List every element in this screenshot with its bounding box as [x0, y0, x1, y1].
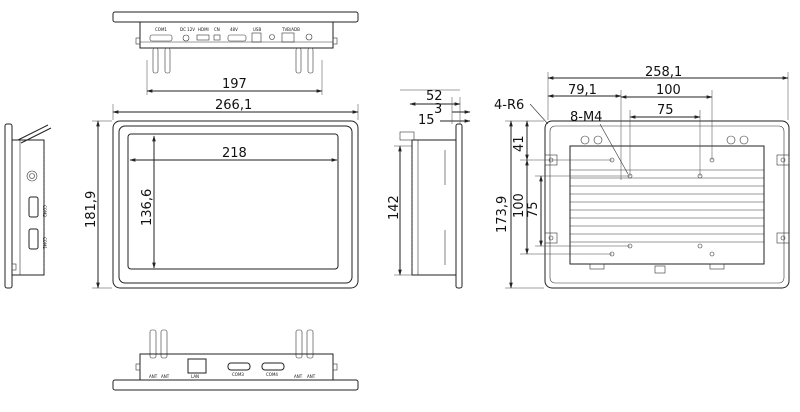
dim-screen-width: 218 [222, 146, 247, 161]
bottom-port-label-lan: LAN [191, 374, 199, 379]
rear-frame-outer [544, 120, 790, 289]
bottom-port-label-com3: COM3 [232, 372, 244, 377]
dim-front-height: 181,9 [84, 191, 99, 228]
dim-top-width: 197 [222, 77, 247, 92]
front-screen [127, 133, 339, 270]
top-port-label-usb: USB [253, 27, 261, 32]
dim-side-panel: 15 [418, 113, 435, 128]
front-frame-outer [112, 120, 359, 289]
callout-screw-holes: 8-M4 [570, 110, 602, 125]
dim-rear-spacing-y: 100 [512, 193, 527, 218]
dim-side-bezel: 3 [434, 102, 442, 117]
dim-rear-offset-top: 41 [512, 135, 527, 152]
dim-side-depth: 52 [426, 89, 443, 104]
top-view-bezel [112, 11, 359, 23]
top-port-label-hdmi: HDMI [198, 27, 209, 32]
dim-screen-height: 136,6 [140, 189, 155, 226]
bottom-port-label-ant1: ANT [149, 374, 158, 379]
side-body [411, 139, 457, 276]
dim-rear-spacing-x: 100 [656, 83, 681, 98]
dim-rear-spacing-y2: 75 [526, 201, 541, 218]
top-view-body [139, 22, 334, 49]
left-body [11, 139, 45, 276]
dim-rear-offset: 79,1 [568, 83, 597, 98]
bottom-port-label-ant4: ANT [307, 374, 316, 379]
front-view: 266,1 218 181,9 136,6 [84, 98, 359, 289]
callout-corner-radius: 4-R6 [494, 98, 524, 113]
dim-side-height: 142 [387, 195, 402, 220]
rear-view: 258,1 79,1 100 75 4-R6 8-M4 173,9 41 100 [494, 65, 790, 289]
left-port-label-com2: COM2 [42, 205, 47, 217]
top-port-label-dc: DC 12V [180, 27, 195, 32]
dim-rear-spacing-x2: 75 [657, 103, 674, 118]
dim-rear-height: 173,9 [495, 196, 510, 233]
left-side-view: COM2 COM1 [4, 123, 52, 289]
top-port-label-tvb: TVB/ADB [281, 27, 300, 32]
rear-heatsink [569, 145, 765, 265]
side-bezel [455, 123, 463, 289]
bottom-port-label-ant3: ANT [294, 374, 303, 379]
top-port-label-cn: CN [214, 27, 220, 32]
top-port-label-48v: 48V [230, 27, 238, 32]
left-bezel [4, 123, 13, 289]
top-view: COM1 DC 12V HDMI CN 48V USB TVB/ADB 197 [112, 11, 359, 95]
dim-rear-width: 258,1 [645, 65, 682, 80]
bottom-view: ANT ANT LAN COM3 COM4 ANT ANT [112, 329, 359, 391]
bottom-view-bezel [112, 379, 359, 391]
heatsink-fins [570, 169, 764, 243]
left-port-label-com1: COM1 [42, 237, 47, 249]
rear-frame-inner [549, 125, 785, 284]
top-port-label-com1: COM1 [155, 27, 167, 32]
bottom-port-label-com4: COM4 [266, 372, 278, 377]
front-frame-inner [118, 125, 353, 284]
dim-front-width: 266,1 [215, 98, 252, 113]
bottom-port-label-ant2: ANT [161, 374, 170, 379]
side-profile-view: 52 3 15 142 [387, 89, 471, 289]
